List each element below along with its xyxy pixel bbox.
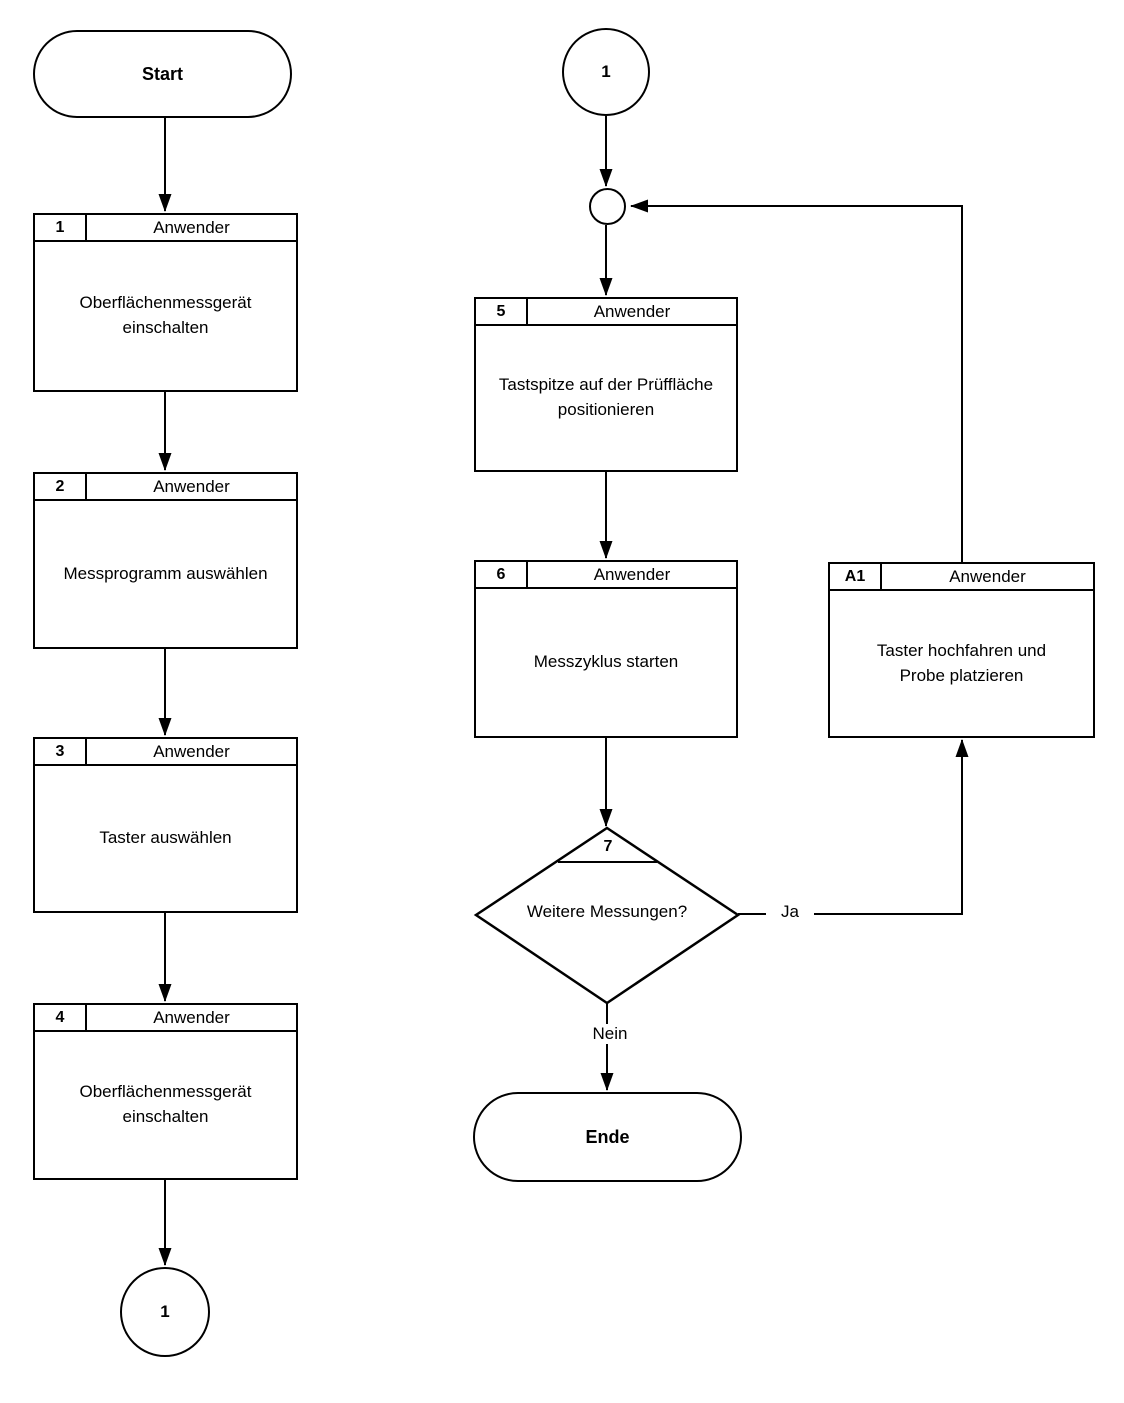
arrow-decision-yes-to-a1 (738, 739, 969, 915)
end-label: Ende (585, 1126, 630, 1147)
step-6-text: Messzyklus starten (533, 652, 679, 672)
start-label: Start (141, 63, 183, 84)
step-box-2: 2 Anwender Messprogramm auswählen (33, 472, 298, 649)
step-2-text: Messprogramm auswählen (63, 563, 268, 583)
step-3-number: 3 (35, 739, 87, 764)
step-a1-role: Anwender (949, 566, 1026, 586)
edge-label-no: Nein (570, 1024, 650, 1044)
step-box-4: 4 Anwender Oberflächenmessgerät einschal… (33, 1003, 298, 1180)
step-box-1: 1 Anwender Oberflächenmessgerät einschal… (33, 213, 298, 392)
step-6-number: 6 (476, 562, 528, 587)
step-5-number: 5 (476, 299, 528, 324)
step-3-text: Taster auswählen (99, 828, 232, 848)
start-terminal: Start (33, 30, 292, 118)
offpage-connector-in: 1 (562, 28, 650, 116)
step-box-3: 3 Anwender Taster auswählen (33, 737, 298, 913)
decision-question: Weitere Messungen? (526, 902, 688, 921)
step-box-6: 6 Anwender Messzyklus starten (474, 560, 738, 738)
step-3-header: 3 Anwender (35, 739, 296, 766)
step-5-text: Tastspitze auf der Prüffläche positionie… (498, 375, 714, 419)
step-4-number: 4 (35, 1005, 87, 1030)
step-5-header: 5 Anwender (476, 299, 736, 326)
step-4-role: Anwender (153, 1007, 230, 1027)
step-box-5: 5 Anwender Tastspitze auf der Prüffläche… (474, 297, 738, 472)
step-1-text: Oberflächenmessgerät einschalten (79, 293, 252, 337)
merge-junction (589, 188, 626, 225)
step-6-header: 6 Anwender (476, 562, 736, 589)
step-4-header: 4 Anwender (35, 1005, 296, 1032)
step-a1-header: A1 Anwender (830, 564, 1093, 591)
step-2-header: 2 Anwender (35, 474, 296, 501)
step-4-text: Oberflächenmessgerät einschalten (79, 1082, 252, 1126)
step-a1-text: Taster hochfahren und Probe platzieren (876, 640, 1047, 685)
step-6-role: Anwender (593, 564, 671, 584)
step-3-role: Anwender (153, 741, 230, 761)
edge-label-yes: Ja (766, 902, 814, 922)
arrow-a1-to-junction (630, 199, 963, 562)
offpage-connector-out: 1 (120, 1267, 210, 1357)
end-terminal: Ende (473, 1092, 742, 1182)
decision-number: 7 (603, 838, 613, 855)
offpage-connector-in-label: 1 (601, 62, 611, 81)
step-1-role: Anwender (153, 217, 230, 237)
step-2-role: Anwender (153, 476, 230, 496)
step-5-role: Anwender (593, 301, 671, 321)
step-a1-number: A1 (830, 564, 882, 589)
step-1-number: 1 (35, 215, 87, 240)
step-1-header: 1 Anwender (35, 215, 296, 242)
step-2-number: 2 (35, 474, 87, 499)
decision-diamond (473, 826, 741, 1005)
step-box-a1: A1 Anwender Taster hochfahren und Probe … (828, 562, 1095, 738)
offpage-connector-out-label: 1 (160, 1302, 170, 1321)
